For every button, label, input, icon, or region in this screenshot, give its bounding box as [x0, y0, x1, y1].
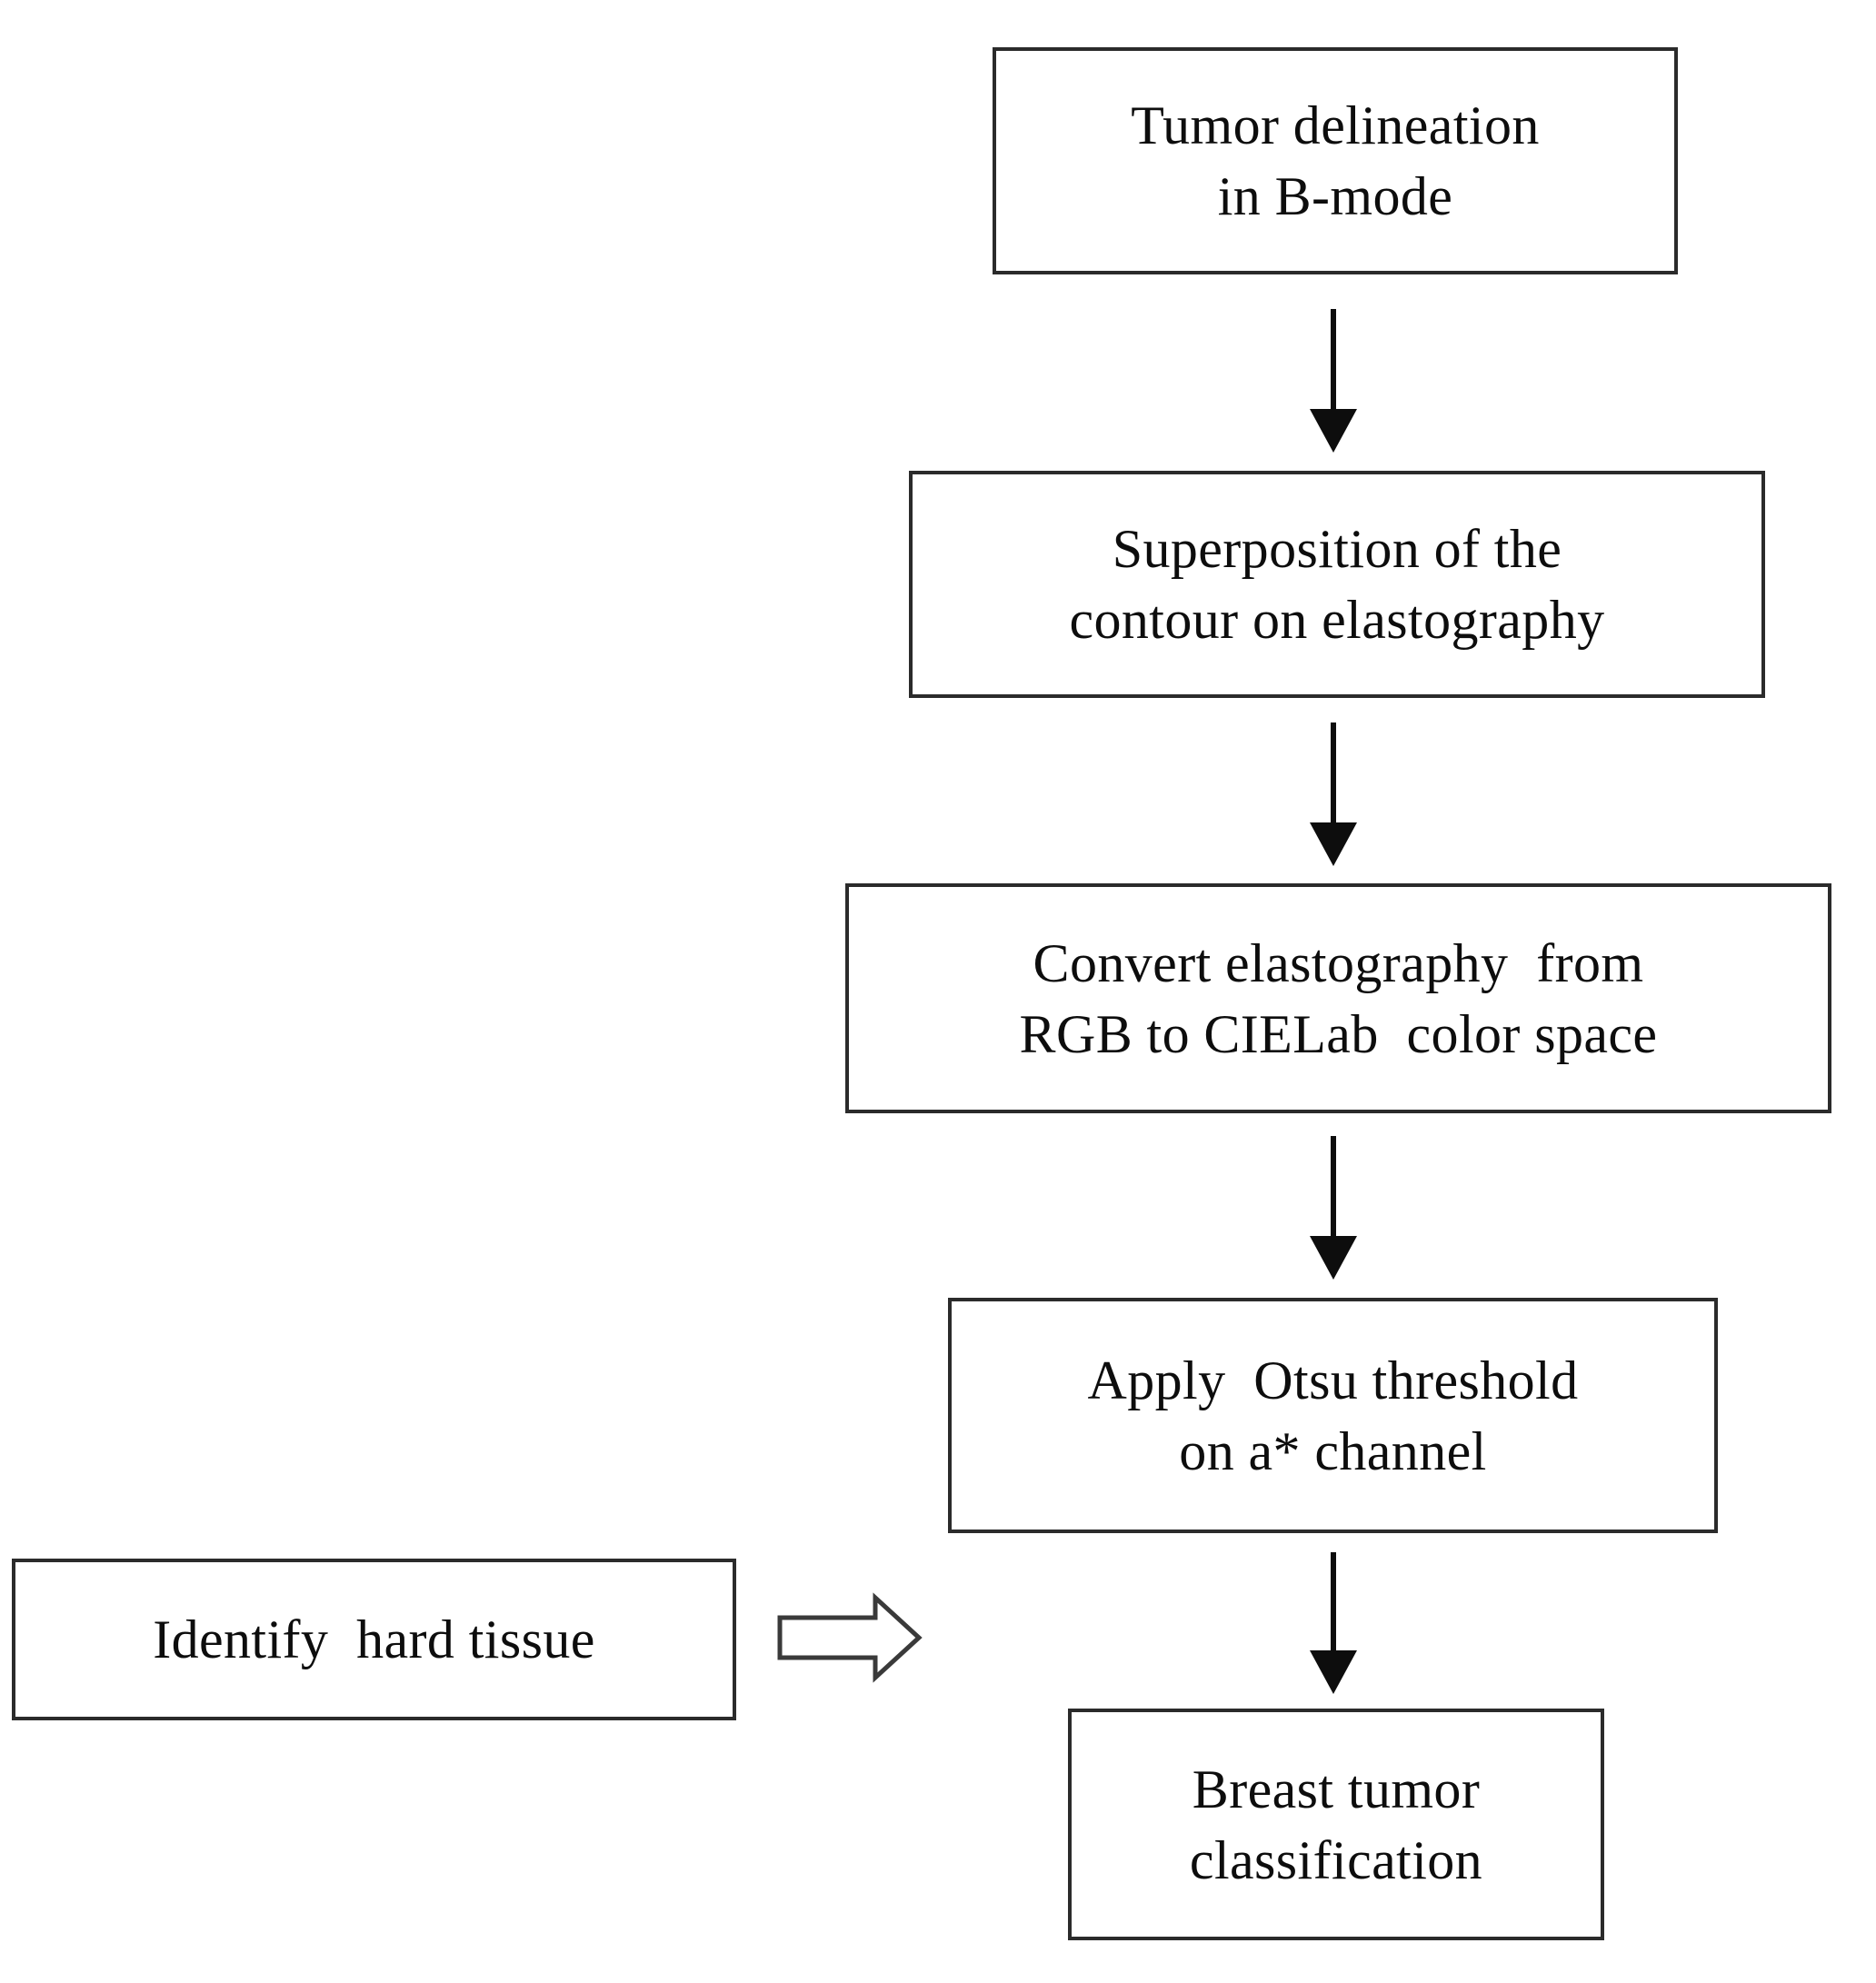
node-line: RGB to CIELab color space — [1019, 1003, 1658, 1064]
node-superposition[interactable]: Superposition of the contour on elastogr… — [909, 471, 1765, 698]
node-otsu-threshold[interactable]: Apply Otsu threshold on a* channel — [948, 1298, 1718, 1533]
arrow-2 — [1310, 722, 1357, 866]
node-tumor-delineation[interactable]: Tumor delineation in B-mode — [993, 47, 1678, 274]
arrow-1 — [1310, 309, 1357, 453]
node-line: in B-mode — [1217, 166, 1453, 226]
block-arrow-hard-tissue — [777, 1592, 923, 1683]
node-identify-hard-tissue[interactable]: Identify hard tissue — [12, 1559, 736, 1720]
node-line: classification — [1189, 1829, 1483, 1890]
node-breast-tumor-classification[interactable]: Breast tumor classification — [1068, 1709, 1604, 1940]
node-line: Convert elastography from — [1033, 932, 1644, 993]
node-line: Superposition of the — [1112, 519, 1562, 579]
arrow-4 — [1310, 1552, 1357, 1694]
node-line: Apply Otsu threshold — [1087, 1350, 1579, 1410]
node-line: on a* channel — [1179, 1420, 1487, 1481]
node-line: Breast tumor — [1192, 1759, 1481, 1819]
node-line: Tumor delineation — [1131, 95, 1540, 155]
node-line: Identify hard tissue — [153, 1609, 595, 1669]
arrow-3 — [1310, 1136, 1357, 1280]
node-line: contour on elastography — [1069, 590, 1605, 650]
node-convert-color-space[interactable]: Convert elastography from RGB to CIELab … — [845, 883, 1831, 1113]
